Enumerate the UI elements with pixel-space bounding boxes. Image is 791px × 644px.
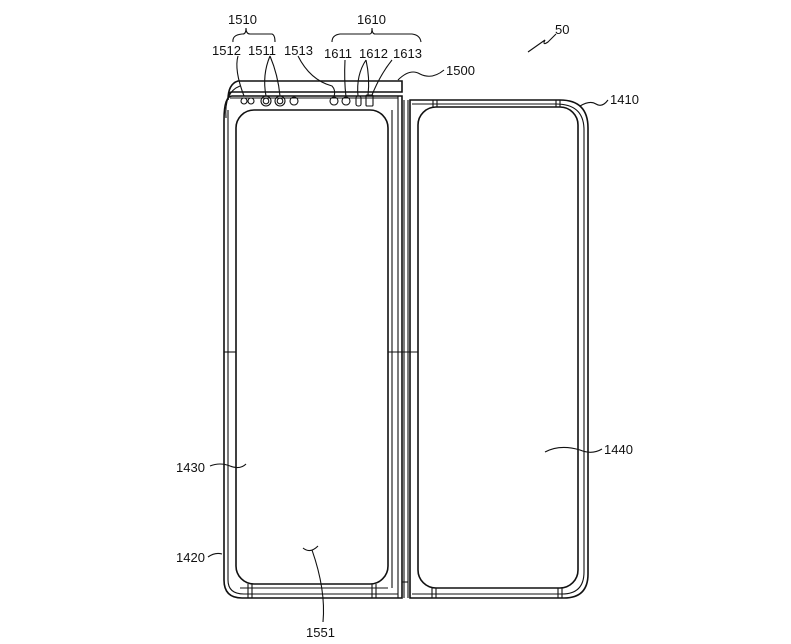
right-housing (409, 99, 589, 599)
right-display-panel (417, 106, 579, 589)
left-housing (223, 95, 403, 599)
label-1510: 1510 (228, 12, 257, 27)
label-1430: 1430 (176, 460, 205, 475)
camera-1513-lens (289, 96, 299, 106)
label-1613: 1613 (393, 46, 422, 61)
label-1500: 1500 (446, 63, 475, 78)
label-1551: 1551 (306, 625, 335, 640)
label-1513: 1513 (284, 43, 313, 58)
sensor-1613 (365, 94, 374, 107)
label-1610: 1610 (357, 12, 386, 27)
reference-labels: 50 1510 1512 1511 1513 1610 1611 1612 16… (176, 12, 639, 640)
camera-1512-lens (240, 97, 248, 105)
left-display-panel (235, 109, 389, 585)
hinge (388, 96, 418, 598)
label-1611: 1611 (324, 46, 352, 61)
label-1512: 1512 (212, 43, 241, 58)
leader-lines (207, 27, 609, 623)
label-50: 50 (555, 22, 569, 37)
label-1440: 1440 (604, 442, 633, 457)
label-1420: 1420 (176, 550, 205, 565)
top-module (225, 80, 403, 119)
label-1410: 1410 (610, 92, 639, 107)
label-1612: 1612 (359, 46, 388, 61)
sensor-1612 (355, 95, 362, 107)
label-1511: 1511 (248, 43, 276, 58)
